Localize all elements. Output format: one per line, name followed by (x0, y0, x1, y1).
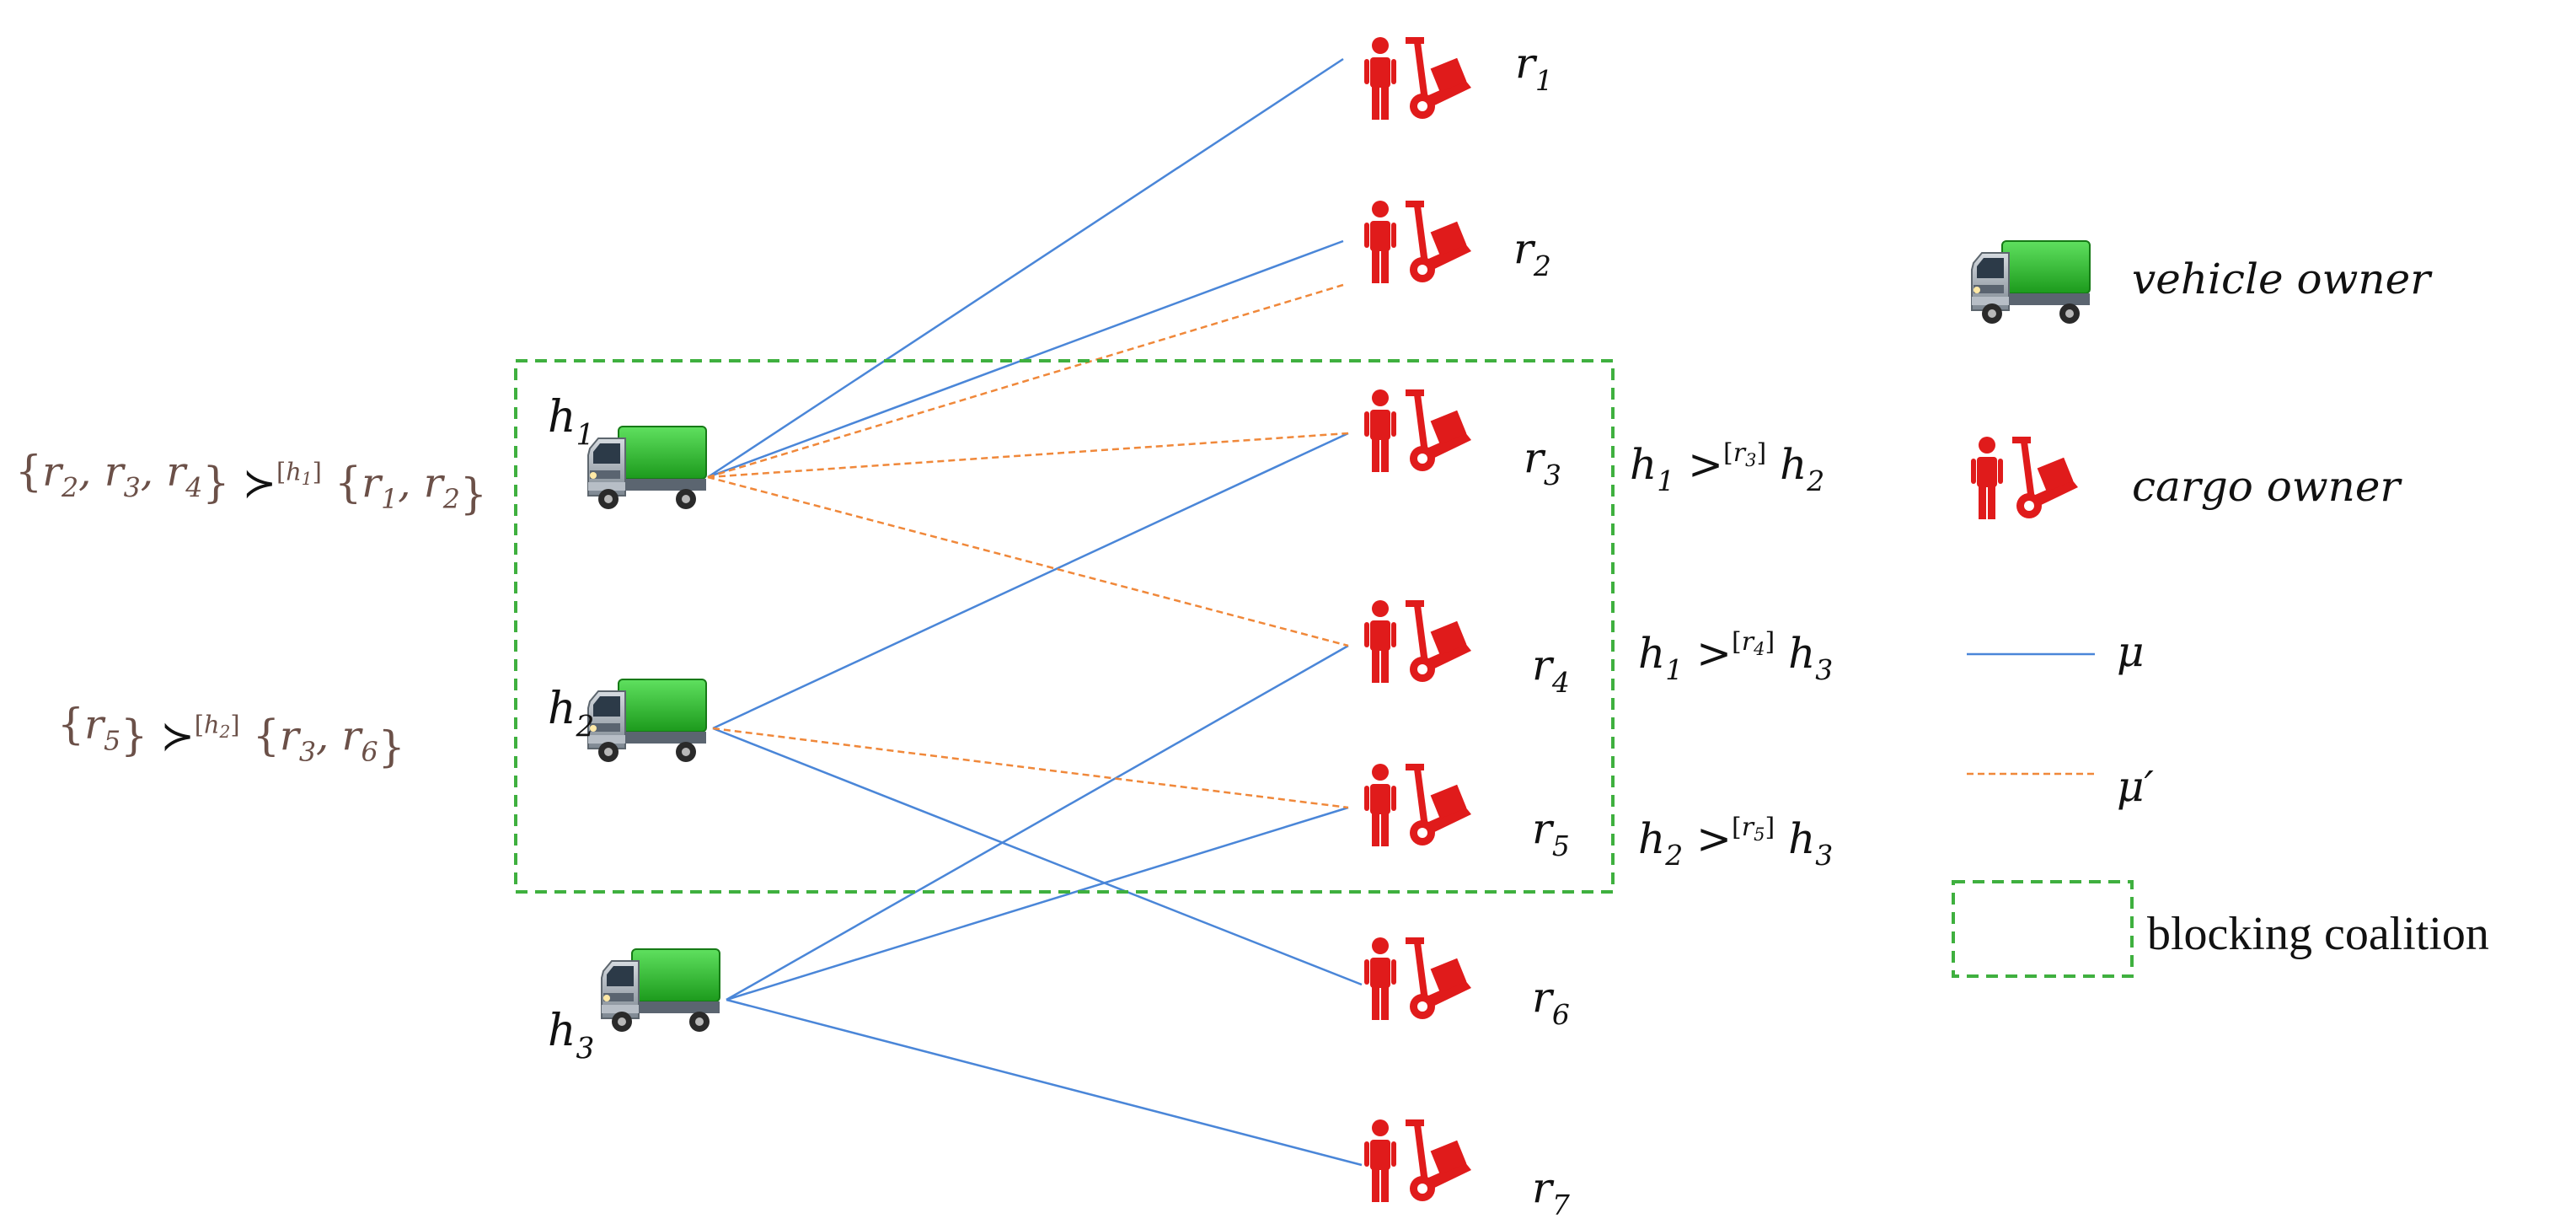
edge-mu-h2-r3 (712, 432, 1349, 730)
edge-mu-prime-h1-r2 (707, 283, 1344, 479)
cargo-label-r7: r7 (1532, 1163, 1570, 1221)
cargo-label-r2: r2 (1513, 224, 1551, 282)
legend-cargo-owner-icon (1971, 437, 2078, 519)
cargo-owner-icon (1364, 389, 1471, 472)
cargo-label-r3: r3 (1524, 433, 1561, 491)
edge-mu-prime-h1-r3 (707, 432, 1349, 479)
vehicle-preference-2: {r5} ≻[h2] {r3, r6} (57, 699, 405, 771)
legend-truck-icon (1971, 240, 2091, 325)
edge-mu-h2-r6 (712, 727, 1363, 986)
edge-mu-h3-r4 (726, 644, 1349, 1001)
cargo-preference-3: h2 >[r5] h3 (1638, 813, 1833, 872)
cargo-owner-icon (1364, 37, 1471, 120)
vehicle-label-h3: h3 (548, 1006, 594, 1066)
truck-icon (587, 679, 707, 763)
truck-icon (601, 948, 720, 1033)
cargo-label-r4: r4 (1532, 641, 1570, 699)
edge-mu-prime-h1-r4 (707, 475, 1349, 647)
matching-edges (707, 57, 1363, 1167)
cargo-label-r1: r1 (1515, 39, 1553, 97)
edge-mu-prime-h2-r5 (712, 727, 1349, 809)
legend: vehicle owner cargo owner μ μ′ blocking … (1952, 240, 2489, 978)
edge-mu-h1-r1 (707, 57, 1344, 479)
legend-blocking-coalition: blocking coalition (2147, 908, 2489, 960)
cargo-preference-2: h1 >[r4] h3 (1638, 627, 1833, 686)
cargo-owner-icon (1364, 764, 1471, 846)
vehicle-label-h2: h2 (548, 684, 594, 744)
cargo-label-r5: r5 (1532, 804, 1570, 862)
edge-mu-h3-r5 (726, 806, 1349, 1001)
legend-mu-prime: μ′ (2117, 762, 2154, 811)
cargo-owner-icon (1364, 201, 1471, 283)
cargo-owner-icon (1364, 600, 1471, 683)
vehicle-label-h1: h1 (548, 392, 594, 453)
vehicle-preference-1: {r2, r3, r4} ≻[h1] {r1, r2} (15, 446, 487, 518)
truck-icon (587, 426, 707, 510)
legend-vehicle-owner: vehicle owner (2132, 255, 2433, 303)
vehicle-preferences: {r2, r3, r4} ≻[h1] {r1, r2} {r5} ≻[h2] {r… (15, 446, 487, 771)
cargo-preference-1: h1 >[r3] h2 (1630, 438, 1824, 497)
legend-mu: μ (2117, 627, 2145, 676)
edge-mu-h3-r7 (726, 998, 1363, 1167)
legend-cargo-owner: cargo owner (2132, 462, 2402, 511)
diagram-nodes: h1 h2 h3 r1 r2 r3 r4 r5 r6 r7 (548, 37, 1570, 1221)
cargo-owner-icon (1364, 1119, 1471, 1202)
cargo-label-r6: r6 (1532, 973, 1570, 1031)
cargo-owner-icon (1364, 937, 1471, 1020)
cargo-preferences: h1 >[r3] h2 h1 >[r4] h3 h2 >[r5] h3 (1630, 438, 1833, 872)
legend-coalition-box (1952, 880, 2134, 978)
blocking-coalition-box (514, 359, 1615, 894)
